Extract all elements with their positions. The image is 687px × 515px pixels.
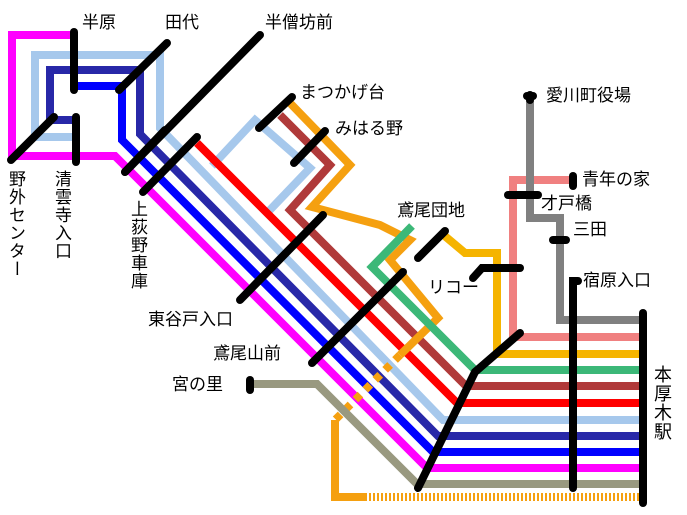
route-magenta[interactable] <box>8 31 640 472</box>
label-hon-atsugi-station: 本厚木駅 <box>651 365 672 441</box>
stop-marker-tashiro[interactable] <box>115 39 171 94</box>
stop-marker-hanzobomae-bar[interactable] <box>121 126 169 176</box>
label-shukuhara-iriguchi: 宿原入口 <box>583 271 651 291</box>
route-olive[interactable] <box>250 380 640 488</box>
label-tobio-danchi: 鳶尾団地 <box>397 201 465 221</box>
label-ricoh: リコー <box>428 278 479 298</box>
stop-marker-miharuno[interactable] <box>290 127 329 167</box>
route-orange-bottom[interactable] <box>331 420 365 501</box>
route-blue[interactable] <box>72 82 640 456</box>
label-tobio-yamamae: 鳶尾山前 <box>213 344 281 364</box>
stop-marker-matsukagedai[interactable] <box>255 93 296 132</box>
label-handara: 半原 <box>82 13 116 33</box>
stop-marker-higashiyato[interactable] <box>236 211 327 304</box>
route-light-blue-loop[interactable] <box>209 114 316 215</box>
label-hanzobomae: 半僧坊前 <box>265 13 333 33</box>
label-miharuno: みはる野 <box>335 119 403 139</box>
route-yellow[interactable] <box>437 228 640 358</box>
route-green[interactable] <box>366 223 640 374</box>
label-seiunji-iriguchi: 清雲寺入口 <box>51 170 71 260</box>
label-matsukagedai: まつかげ台 <box>300 83 385 103</box>
stop-marker-yagai[interactable] <box>7 113 58 164</box>
label-kamiogino-shako: 上荻野車庫 <box>127 200 147 290</box>
label-miyanosato: 宮の里 <box>172 375 223 395</box>
label-saidobashi: 才戸橋 <box>541 194 592 214</box>
label-aikawa-town-office: 愛川町役場 <box>546 86 631 106</box>
stop-marker-ricoh-leader <box>469 264 494 282</box>
stop-marker-shukuhara-leader <box>569 277 582 320</box>
stop-marker-hon-atsugi-slant[interactable] <box>414 329 524 492</box>
label-yagai-center: 野外センター <box>5 170 25 278</box>
stop-marker-kamiogino[interactable] <box>139 133 201 196</box>
route-orange[interactable] <box>287 100 444 358</box>
stop-marker-tobio-yamamae[interactable] <box>308 268 407 367</box>
label-higashiyato-iriguchi: 東谷戸入口 <box>148 310 233 330</box>
stop-marker-tobio-danchi[interactable] <box>414 227 449 262</box>
route-gray[interactable] <box>526 95 640 324</box>
label-sanda: 三田 <box>573 220 607 240</box>
label-tashiro: 田代 <box>165 13 199 33</box>
label-seinen-no-ie: 青年の家 <box>582 170 650 190</box>
